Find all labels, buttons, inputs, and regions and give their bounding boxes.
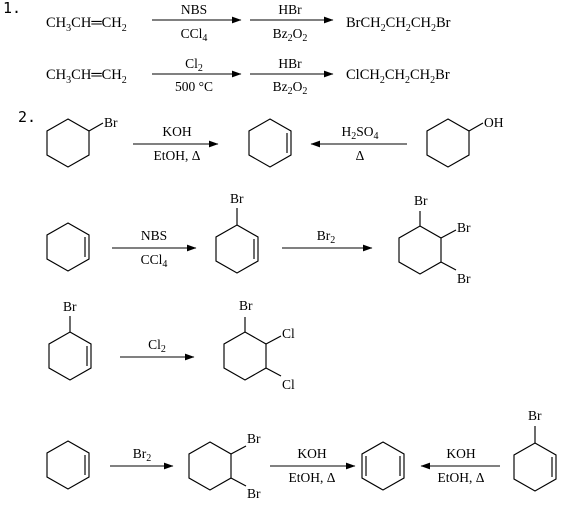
dibromocyclohexane: Br Br bbox=[188, 431, 261, 501]
bromodichlorocyclohexane: Br Cl Cl bbox=[223, 298, 295, 392]
reagent-nbs: NBS bbox=[181, 2, 207, 17]
substituent-br-1: Br bbox=[414, 193, 428, 208]
substituent-cl-2: Cl bbox=[282, 377, 295, 392]
substituent-br-d2: Br bbox=[247, 486, 261, 501]
cyclohexene bbox=[248, 118, 292, 168]
reagent-bz2o2: Bz2O2 bbox=[273, 26, 308, 44]
reagent-koh-2: KOH bbox=[297, 446, 326, 461]
substituent-br-d1: Br bbox=[247, 431, 261, 446]
bromocyclohexene-3: Br bbox=[513, 408, 557, 492]
reagent-koh: KOH bbox=[162, 124, 191, 139]
reagent-hbr: HBr bbox=[278, 2, 302, 17]
condition-500c: 500 °C bbox=[175, 79, 213, 94]
substituent-br-r4: Br bbox=[528, 408, 542, 423]
substituent-br-2: Br bbox=[457, 220, 471, 235]
reagent-ccl4: CCl4 bbox=[181, 26, 208, 44]
reagent-br2: Br2 bbox=[317, 228, 336, 246]
substituent-br-3: Br bbox=[457, 271, 471, 286]
bromocyclohexane: Br bbox=[46, 115, 118, 168]
reagent-ccl4-2: CCl4 bbox=[141, 252, 168, 270]
reagent-br2-2: Br2 bbox=[133, 446, 152, 464]
cyclohexene-3 bbox=[46, 440, 90, 490]
cyclohexene-2 bbox=[46, 222, 90, 272]
reagent-etoh-heat: EtOH, Δ bbox=[154, 148, 201, 163]
propene-formula-1: CH3CH═CH2 bbox=[46, 15, 127, 34]
cyclohexadiene bbox=[361, 441, 405, 491]
substituent-br-r3p: Br bbox=[239, 298, 253, 313]
tribromocyclohexane: Br Br Br bbox=[398, 193, 471, 286]
bromocyclohexene: Br bbox=[215, 191, 259, 274]
problem-2-number: 2. bbox=[18, 108, 36, 126]
condition-heat: Δ bbox=[356, 148, 365, 163]
substituent-oh: OH bbox=[484, 115, 504, 130]
reagent-etoh-heat-3: EtOH, Δ bbox=[438, 470, 485, 485]
reagent-hbr-2: HBr bbox=[278, 56, 302, 71]
reagent-cl2: Cl2 bbox=[185, 56, 203, 74]
product-chlorobromopropane: ClCH2CH2CH2Br bbox=[346, 67, 450, 86]
product-dibromopropane: BrCH2CH2CH2Br bbox=[346, 15, 451, 34]
reagent-bz2o2-2: Bz2O2 bbox=[273, 79, 308, 97]
reagent-h2so4: H2SO4 bbox=[341, 124, 378, 142]
reagent-etoh-heat-2: EtOH, Δ bbox=[289, 470, 336, 485]
reagent-koh-3: KOH bbox=[446, 446, 475, 461]
substituent-br-r3: Br bbox=[63, 299, 77, 314]
substituent-cl-1: Cl bbox=[282, 326, 295, 341]
substituent-br-allylic: Br bbox=[230, 191, 244, 206]
cyclohexanol: OH bbox=[426, 115, 504, 168]
propene-formula-2: CH3CH═CH2 bbox=[46, 67, 127, 86]
reagent-nbs-2: NBS bbox=[141, 228, 167, 243]
reagent-cl2-2: Cl2 bbox=[148, 337, 166, 355]
bromocyclohexene-2: Br bbox=[48, 299, 92, 381]
problem-1-number: 1. bbox=[3, 0, 21, 17]
substituent-br: Br bbox=[104, 115, 118, 130]
